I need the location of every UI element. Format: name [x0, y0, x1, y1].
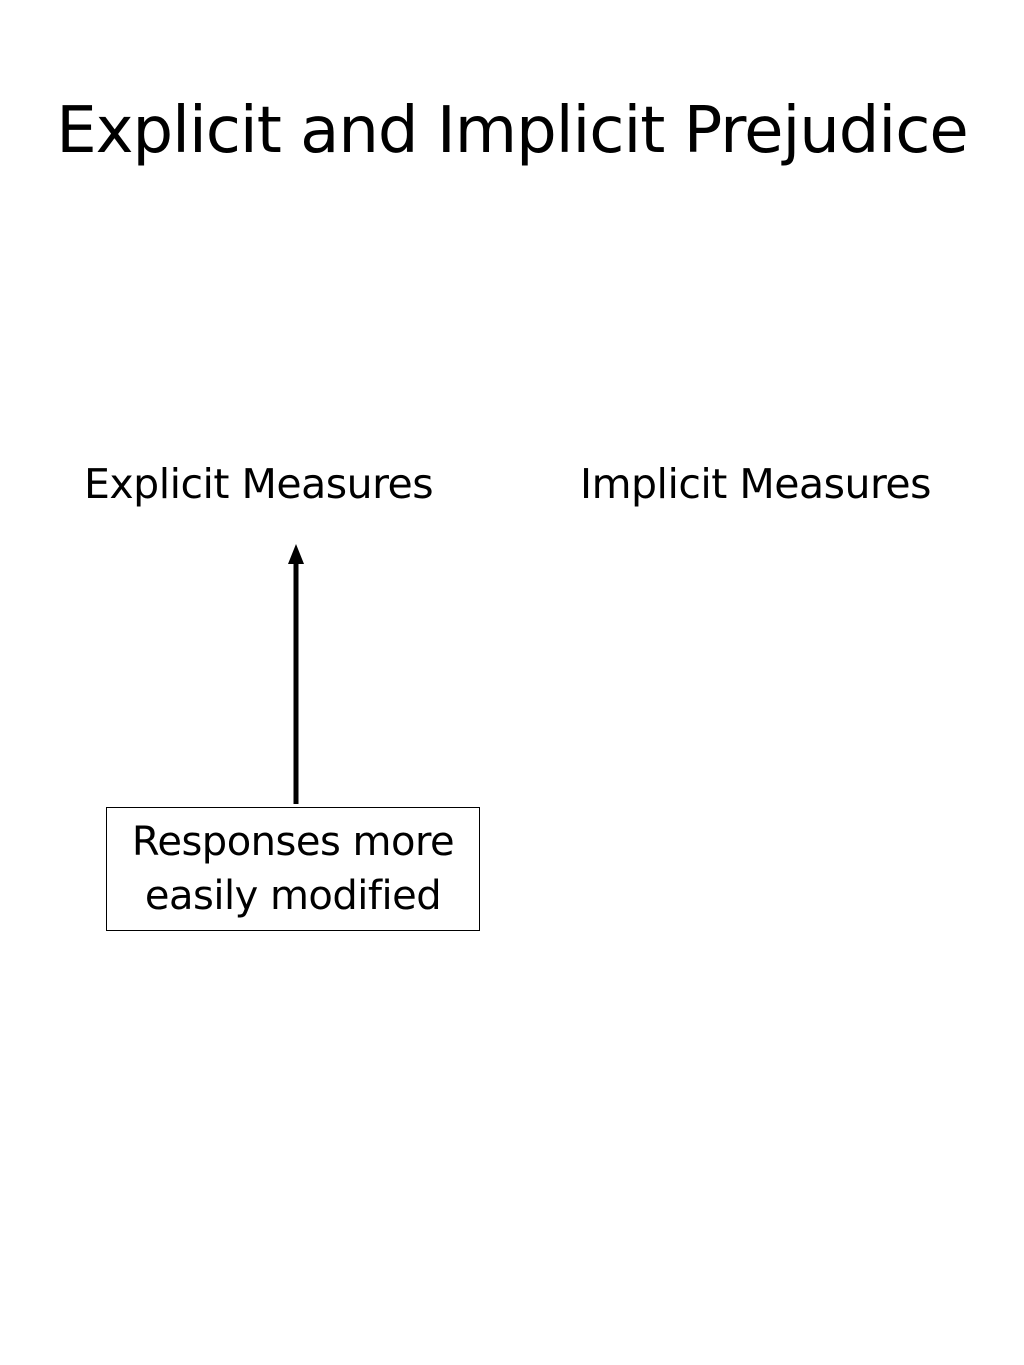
note-line-1: Responses more — [131, 819, 455, 865]
slide-title: Explicit and Implicit Prejudice — [56, 94, 969, 168]
responses-note-text: Responses more easily modified — [131, 815, 455, 923]
explicit-measures-label: Explicit Measures — [84, 460, 434, 508]
up-arrow — [288, 544, 304, 804]
responses-note-box: Responses more easily modified — [106, 807, 480, 931]
implicit-measures-label: Implicit Measures — [580, 460, 932, 508]
note-line-2: easily modified — [144, 873, 442, 919]
arrow-head — [288, 544, 304, 564]
